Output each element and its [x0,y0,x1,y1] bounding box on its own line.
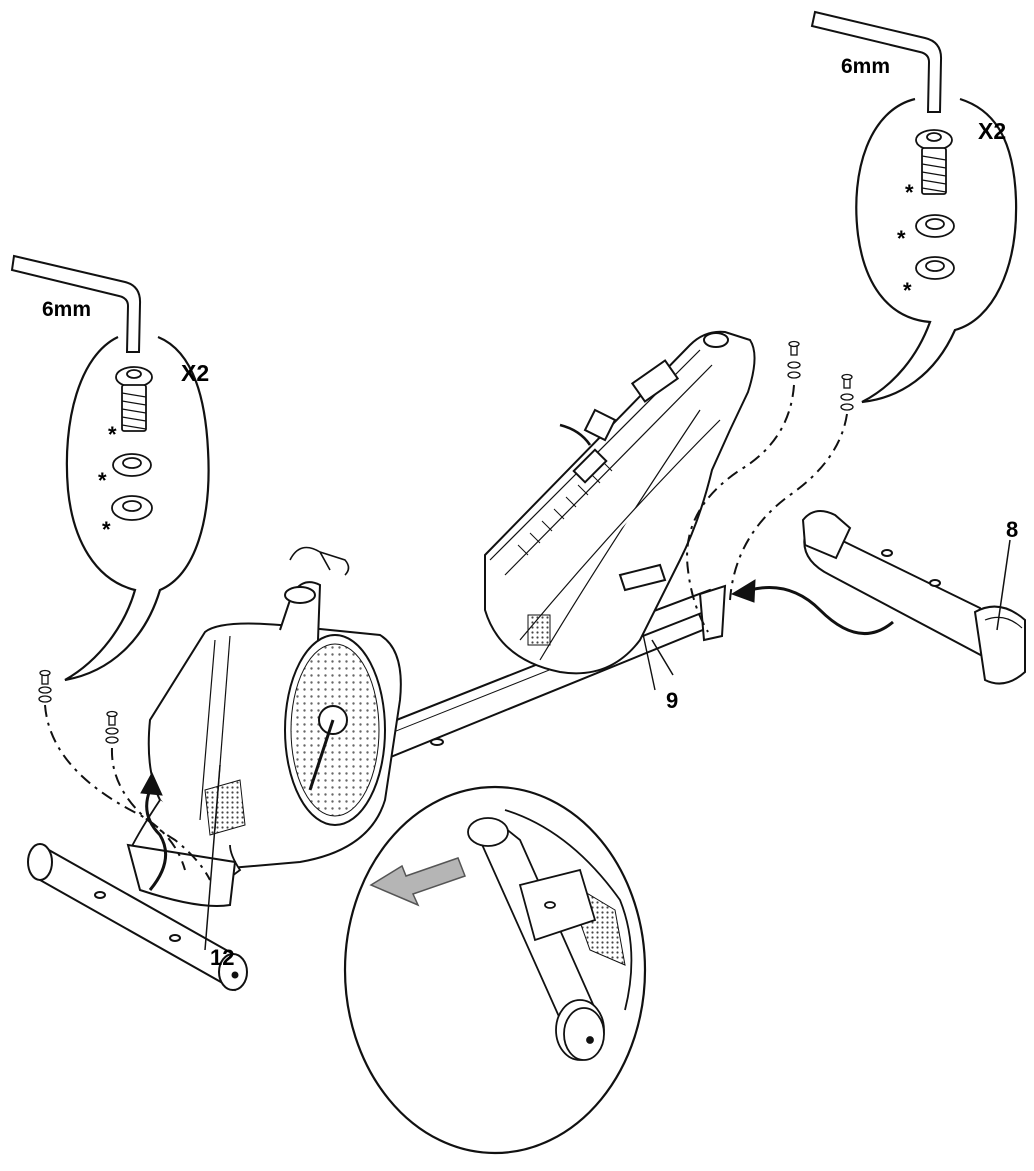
flat-washer-icon-right [915,256,955,280]
flat-washer-icon-left [111,495,153,521]
bolt-icon-left [115,366,153,432]
part-leader-lines [204,539,1011,951]
bolt-icon-right [915,129,953,195]
insert-arrow-front [140,771,168,891]
assembly-guide-lines [44,384,848,881]
detail-view-contents [467,809,633,1061]
part-number-front-stabilizer: 12 [210,945,235,970]
rear-stabilizer [801,510,1026,685]
part-number-rear-stabilizer: 8 [1006,517,1019,542]
tool-size-label-left: 6mm [42,298,92,321]
part-number-main-frame: 9 [666,688,679,713]
lock-washer-icon-right [915,214,955,238]
lock-washer-icon-left [112,453,152,477]
insert-arrow-rear [730,579,894,636]
hex-key-icon-left [10,254,142,353]
hardware-stack-right-1 [787,340,801,379]
hardware-mark-left-washer: * [102,517,111,542]
hardware-stack-left-2 [105,710,119,744]
callout-bubble-left [64,335,210,682]
hardware-mark-left-lockwasher: * [98,468,107,493]
hex-key-icon-right [810,10,943,113]
front-housing-assembly [126,546,402,907]
quantity-label-right: X2 [978,118,1007,144]
direction-arrow-icon [369,857,466,907]
hardware-mark-right-lockwasher: * [897,226,906,251]
rear-upright-assembly [484,330,756,675]
hardware-mark-right-bolt: * [905,180,914,205]
callout-bubble-right [855,97,1018,404]
front-stabilizer [27,843,248,992]
hardware-mark-right-washer: * [903,278,912,303]
tool-size-label-right: 6mm [841,55,891,78]
hardware-mark-left-bolt: * [108,422,117,447]
quantity-label-left: X2 [181,360,210,386]
hardware-stack-right-2 [840,373,854,411]
hardware-stack-left-1 [38,669,52,703]
